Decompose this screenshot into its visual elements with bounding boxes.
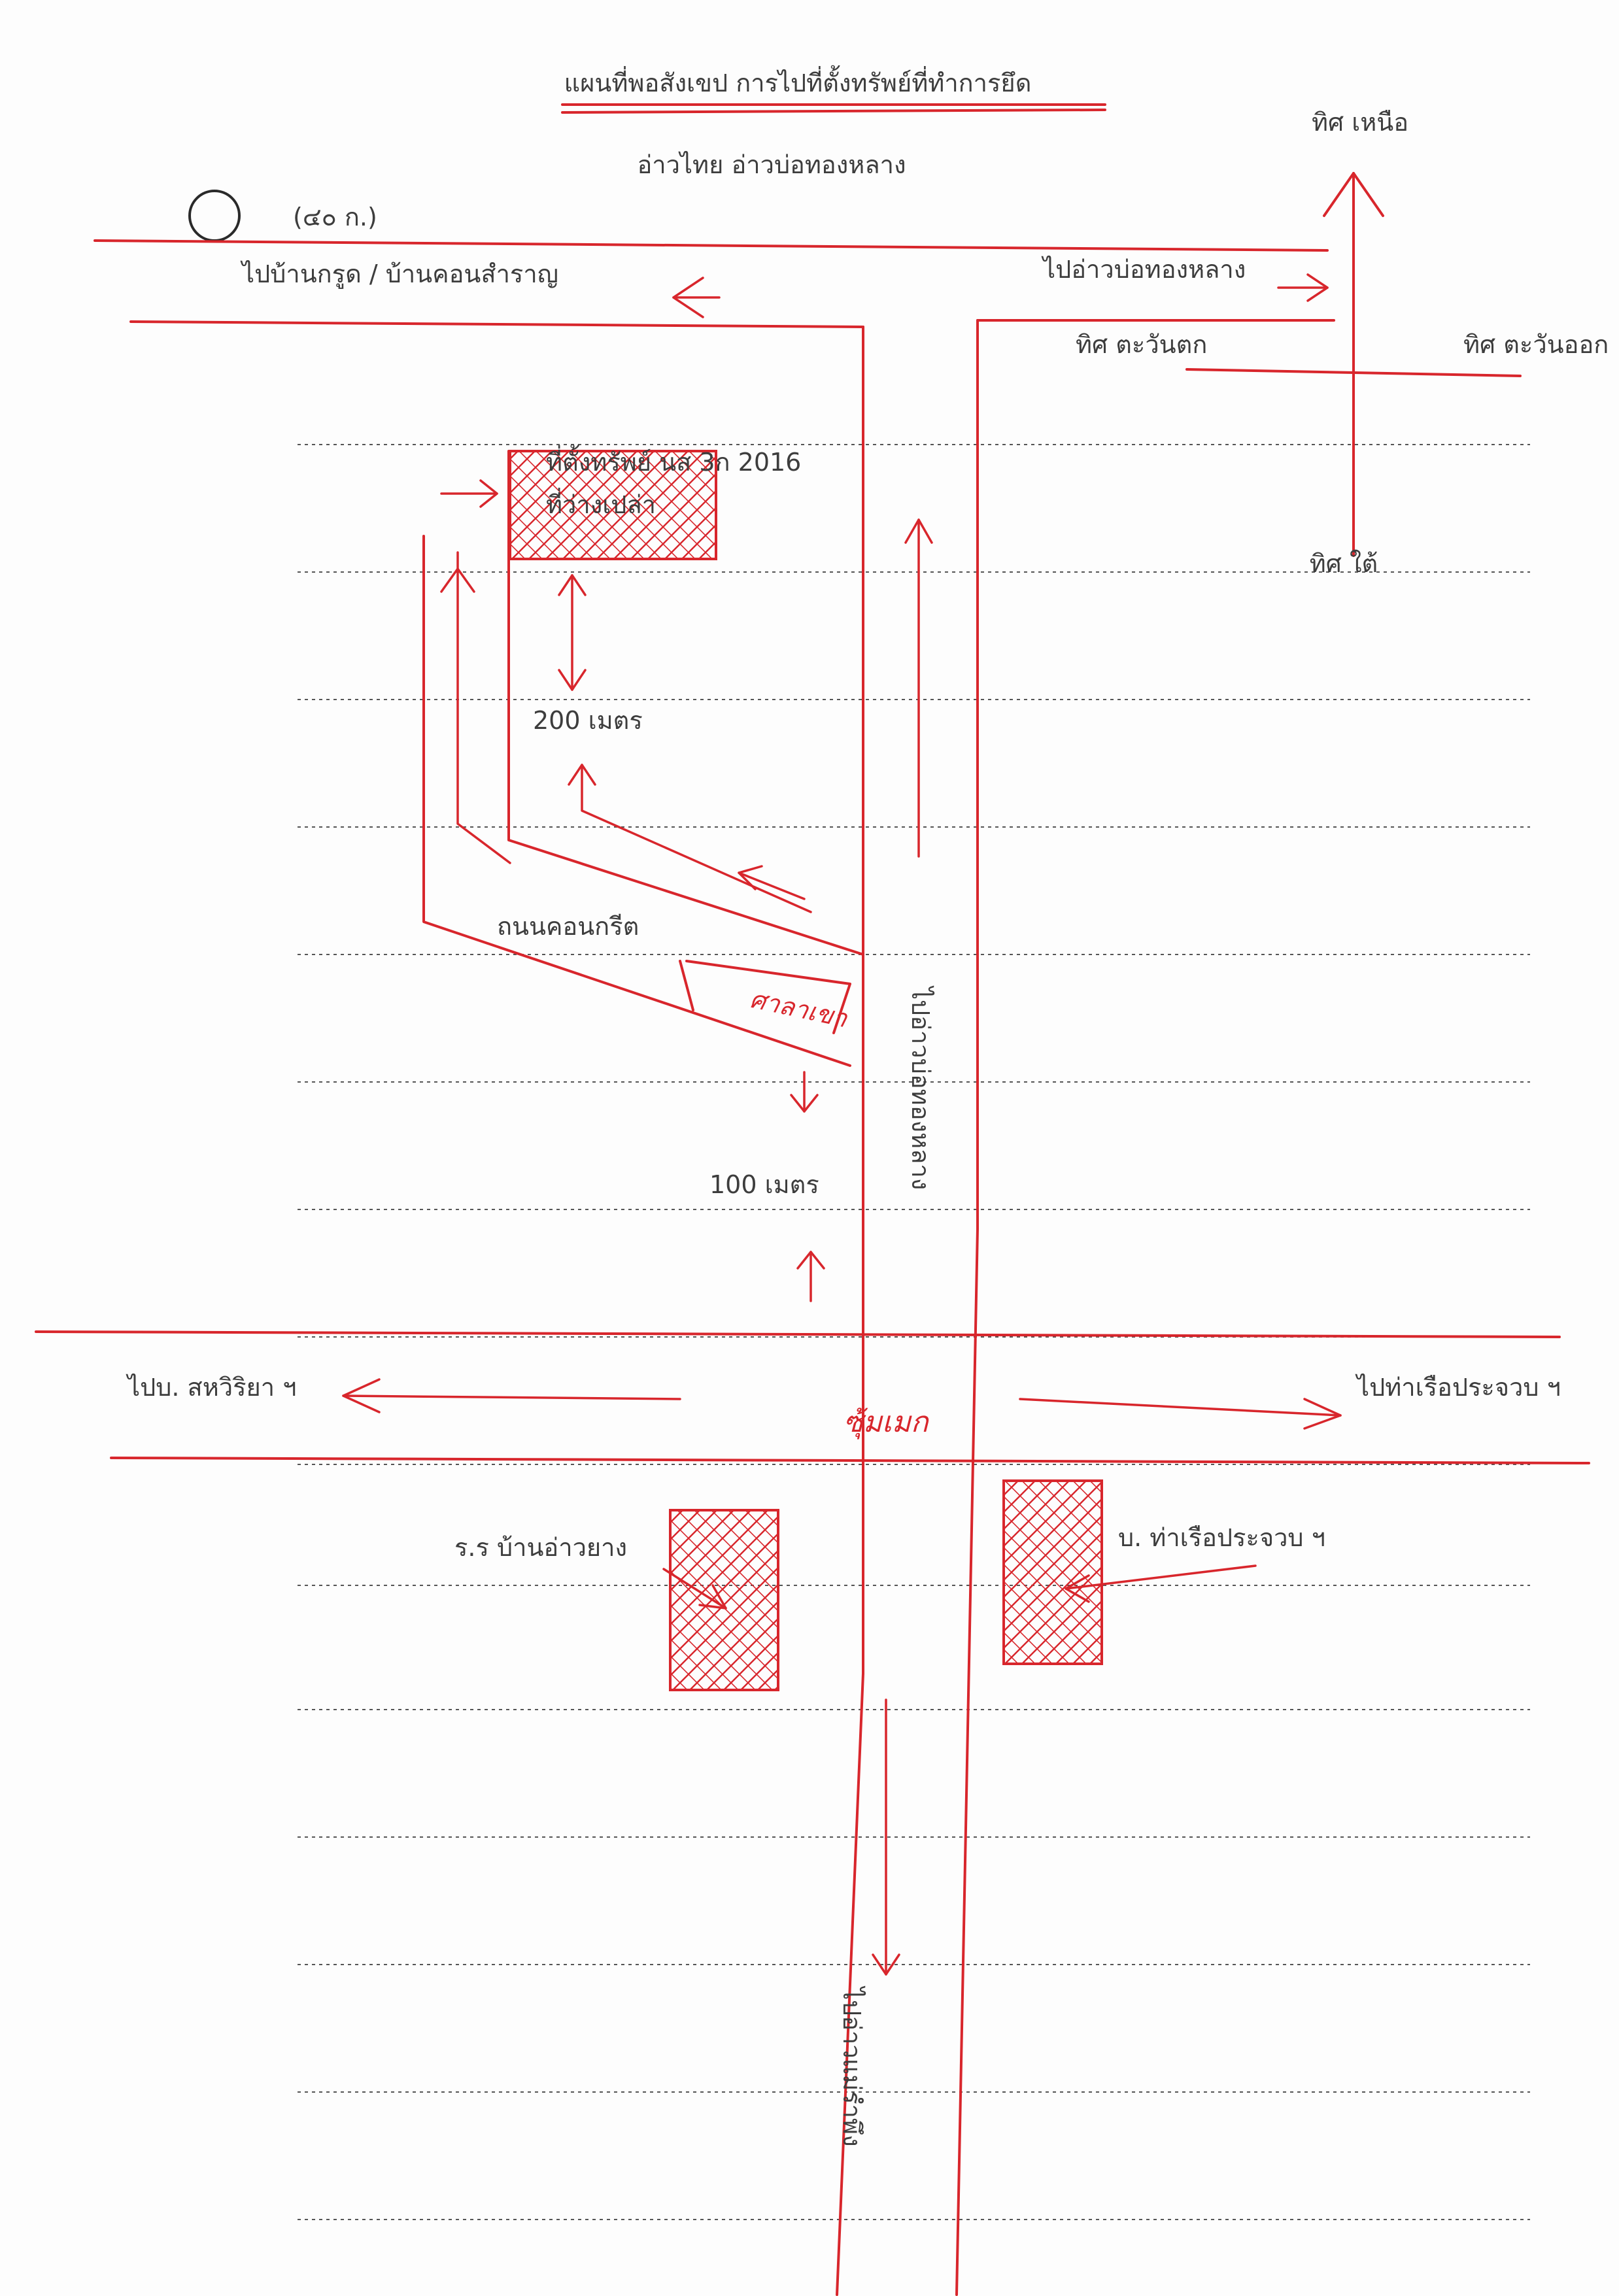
label-sumek: ซุ้มเมก bbox=[844, 1406, 930, 1440]
label-distance-100: 100 เมตร bbox=[709, 1170, 819, 1199]
compass bbox=[1185, 172, 1522, 557]
arrow-east-middle bbox=[1019, 1398, 1342, 1430]
label-concrete-road: ถนนคอนกรีต bbox=[497, 912, 639, 941]
label-company-port: บ. ท่าเรือประจวบ ฯ bbox=[1118, 1523, 1325, 1552]
arrow-east-top bbox=[1277, 273, 1329, 302]
label-distance-200: 200 เมตร bbox=[533, 706, 643, 735]
label-to-ao-bo-thong-lang-top: ไปอ่าวบ่อทองหลาง bbox=[1041, 255, 1246, 284]
dimension-200m bbox=[558, 574, 587, 691]
arrow-school bbox=[662, 1568, 727, 1610]
form-code: (๔๐ ก.) bbox=[293, 203, 377, 231]
map-subtitle: อ่าวไทย อ่าวบ่อทองหลาง bbox=[637, 150, 906, 179]
label-to-ban-krut: ไปบ้านกรูด / บ้านคอนสำราญ bbox=[240, 260, 558, 289]
label-to-ao-mae-ramphueng: ไปอ่าวแม่รำพึง bbox=[838, 1985, 866, 2147]
compass-north: ทิศ เหนือ bbox=[1312, 108, 1408, 137]
arrow-south-main-road bbox=[872, 1698, 900, 1976]
compass-west: ทิศ ตะวันตก bbox=[1076, 330, 1207, 359]
arrow-north-main-road bbox=[904, 518, 933, 858]
middle-road bbox=[35, 1330, 1590, 1464]
compass-east: ทิศ ตะวันออก bbox=[1463, 330, 1609, 359]
dimension-100m bbox=[790, 1071, 825, 1302]
label-to-school-sahawittaya: ไปบ. สหวิริยา ฯ bbox=[126, 1373, 297, 1402]
arrow-concrete-road bbox=[568, 764, 812, 913]
company-port-prachuap bbox=[1002, 1479, 1103, 1665]
arrow-west-top bbox=[672, 277, 721, 318]
access-roads bbox=[422, 450, 864, 1067]
label-school-ao-yang: ร.ร บ้านอ่าวยาง bbox=[454, 1533, 627, 1562]
label-sala: ศาลาเขา bbox=[747, 985, 851, 1034]
arrow-company bbox=[1065, 1564, 1257, 1603]
sala-shelter: ศาลาเขา bbox=[679, 960, 851, 1034]
label-to-ao-bo-thong-lang-vertical: ไปอ่าวบ่อทองหลาง bbox=[906, 985, 935, 1190]
arrow-west-middle bbox=[342, 1378, 681, 1413]
marker-circle bbox=[188, 190, 241, 242]
property-label-1: ที่ตั้งทรัพย์ นส 3ก 2016 bbox=[546, 444, 801, 477]
label-to-port-prachuap: ไปท่าเรือประจวบ ฯ bbox=[1355, 1373, 1561, 1402]
school-ao-yang bbox=[669, 1509, 779, 1691]
top-road bbox=[94, 239, 1335, 2296]
map-title: แผนที่พอสังเขป การไปที่ตั้งทรัพย์ที่ทำกา… bbox=[564, 65, 1032, 97]
property-label-2: ที่ว่างเปล่า bbox=[546, 488, 656, 519]
compass-south: ทิศ ใต้ bbox=[1310, 549, 1378, 578]
title-underline-2 bbox=[561, 109, 1106, 114]
property-site bbox=[509, 450, 717, 560]
